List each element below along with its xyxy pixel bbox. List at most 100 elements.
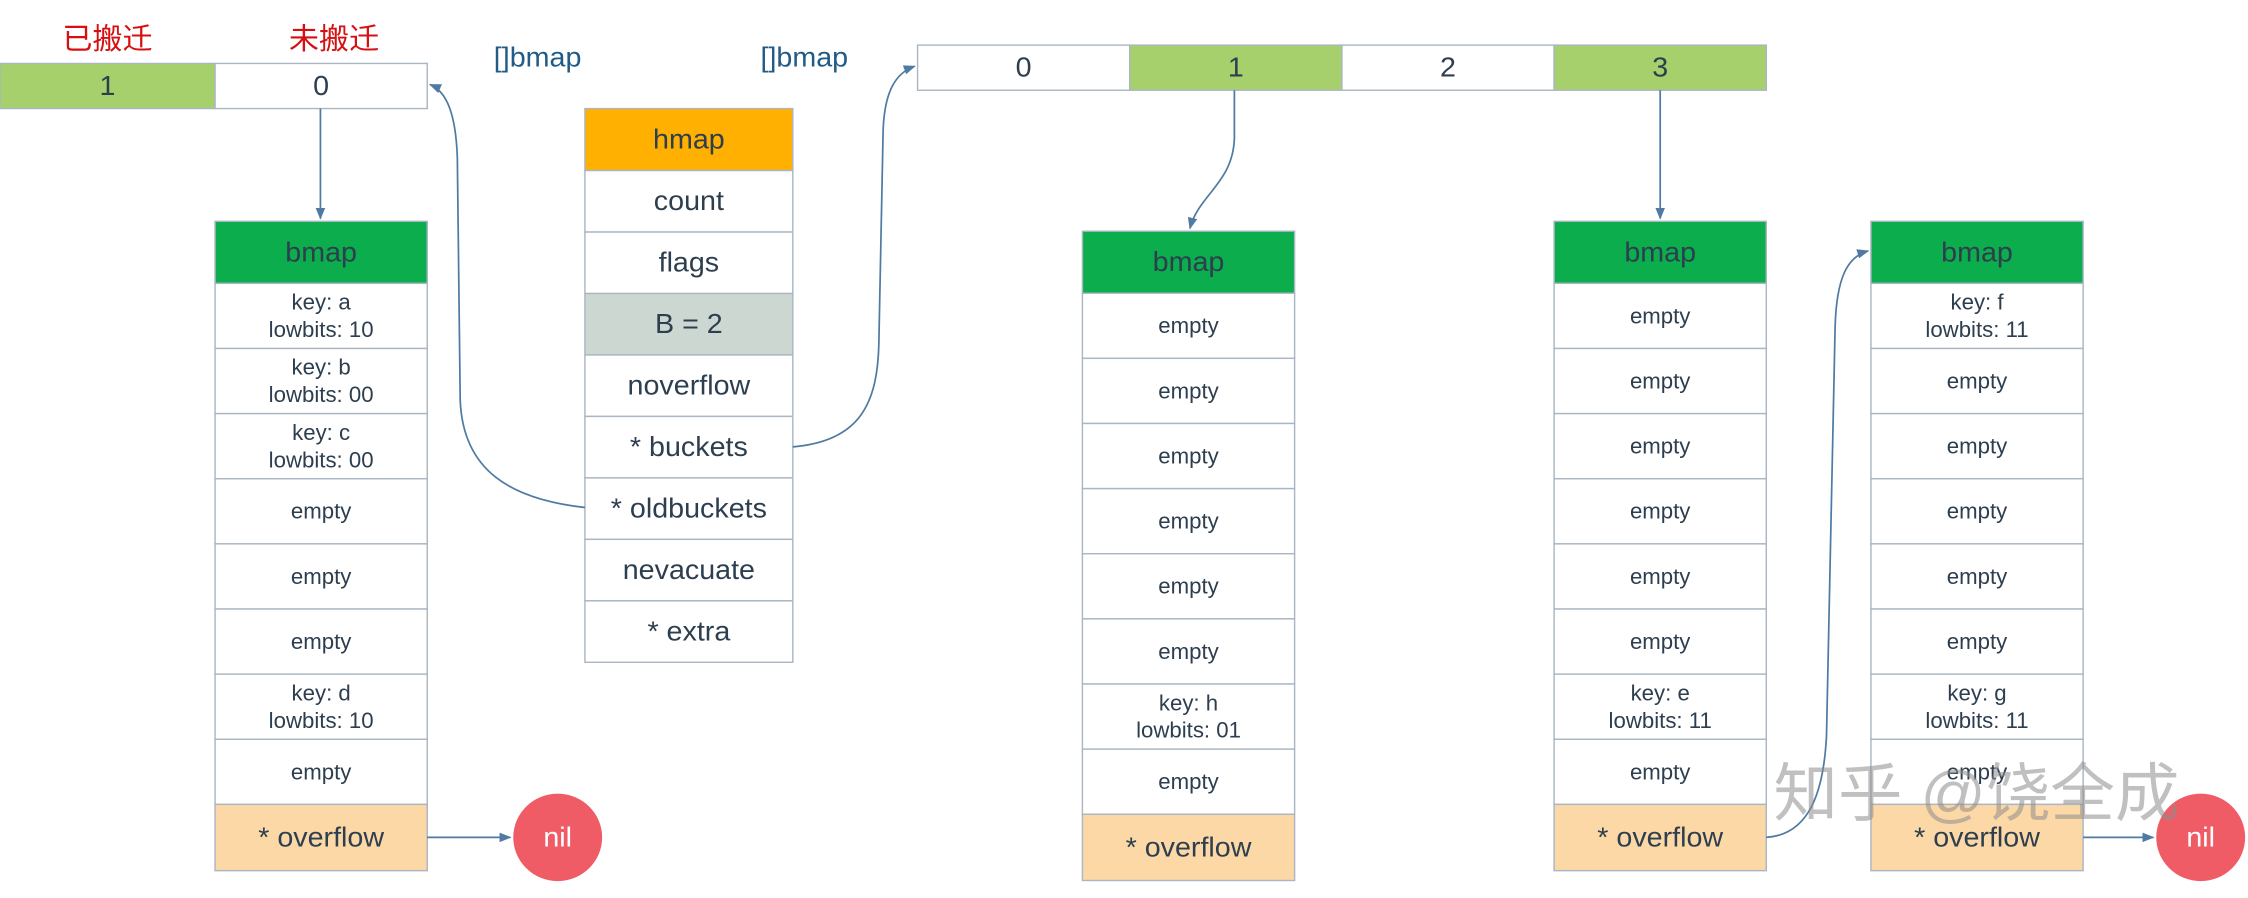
bmap-slot-box [1870, 673, 2084, 740]
slot-key-text: key: f [1951, 290, 2005, 315]
bmap-header: bmap [1081, 230, 1296, 294]
new-bucket-cell-2-box [1341, 44, 1555, 91]
hmap-field-noverflow: noverflow [584, 354, 794, 418]
bmap-slot: empty [1081, 422, 1296, 490]
slot-empty-text: empty [291, 564, 351, 589]
bmap-slot-box [214, 412, 428, 480]
bmap-slot-box [1081, 487, 1296, 555]
bmap-slot-box [1081, 683, 1296, 750]
slot-empty-text: empty [1158, 574, 1218, 599]
bmap-header: bmap [1870, 220, 2084, 285]
bmap-slot-box [1081, 748, 1296, 815]
hmap-field-oldbuckets-box [584, 477, 794, 541]
new-bucket-index: 1 [1228, 52, 1244, 84]
bmap-slot: empty [1081, 553, 1296, 620]
old-bucket-index: 0 [313, 70, 329, 102]
bmap-slot: empty [1870, 412, 2084, 480]
slot-empty-text: empty [1947, 369, 2007, 394]
arrow-overflow-to-overflow-bmap [1766, 249, 1870, 839]
hmap-title: hmap [653, 124, 725, 156]
slot-key-text: key: g [1947, 681, 2006, 706]
slot-empty-text: empty [1630, 304, 1690, 329]
bmap-slot-box [1553, 543, 1768, 610]
new-bucket-cell-3-box [1553, 44, 1768, 91]
bmap-header: bmap [214, 220, 428, 285]
bmap-slot: empty [1553, 282, 1768, 350]
bmap-slot-box [214, 478, 428, 545]
bmap-overflow-pointer-box [1553, 803, 1768, 872]
slot-key-text: key: b [292, 355, 351, 380]
arrow-buckets-pointer [792, 65, 916, 448]
bmap-slot: empty [1553, 608, 1768, 675]
slot-empty-text: empty [1630, 369, 1690, 394]
new-bucket-index: 2 [1440, 52, 1456, 84]
new-bucket-cell-2: 2 [1341, 44, 1555, 91]
bmap-slot: empty [1081, 292, 1296, 360]
bmap-slot: empty [1081, 487, 1296, 555]
hmap-field-buckets-box [584, 415, 794, 479]
slot-lowbits-text: lowbits: 00 [269, 382, 374, 407]
slot-empty-text: empty [1947, 564, 2007, 589]
migration-status-label: 未搬迁 [289, 23, 379, 56]
bmap-slot-box [1081, 618, 1296, 685]
hmap-field-b-2-box [584, 292, 794, 356]
slot-empty-text: empty [1158, 313, 1218, 338]
hmap-field-extra-box [584, 600, 794, 663]
slot-empty-text: empty [1947, 499, 2007, 524]
hmap-field-nevacuate: nevacuate [584, 538, 794, 602]
new-bucket-cell-1: 1 [1129, 44, 1343, 91]
bmap-slot-box [1870, 478, 2084, 545]
bmap-slot: empty [1081, 748, 1296, 815]
old-buckets-type-label: []bmap [494, 42, 582, 74]
old-bucket-cell-1-box [214, 62, 428, 110]
hmap-field-buckets: * buckets [584, 415, 794, 479]
bmap-slot-box [1870, 282, 2084, 350]
new-buckets-type-label: []bmap [760, 42, 848, 74]
bmap-slot-box [214, 543, 428, 610]
bmap-slot: empty [1553, 543, 1768, 610]
new-bucket-index: 0 [1016, 52, 1032, 84]
bmap-header-box [214, 220, 428, 285]
hmap-field-label: B = 2 [655, 308, 723, 340]
arrow-oldbuckets-pointer [428, 83, 586, 509]
bmap-overflow-pointer-box [1870, 803, 2084, 872]
bmap-slot: empty [1081, 357, 1296, 425]
bmap-overflow-pointer-box [214, 803, 428, 872]
bmap-overflow-pointer: * overflow [1081, 813, 1296, 882]
bmap-title: bmap [1153, 246, 1225, 278]
slot-key-text: key: c [292, 420, 350, 445]
bmap-slot-box [214, 673, 428, 740]
overflow-label: * overflow [1126, 832, 1252, 864]
bmap-slot-box [1553, 478, 1768, 545]
hmap-field-oldbuckets: * oldbuckets [584, 477, 794, 541]
bmap-slot-box [1553, 282, 1768, 350]
slot-empty-text: empty [1947, 434, 2007, 459]
overflow-label: * overflow [1597, 822, 1723, 854]
hmap-field-label: * oldbuckets [611, 493, 767, 525]
slot-key-text: key: e [1631, 681, 1690, 706]
bmap-slot-box [214, 738, 428, 806]
old-bucket-index: 1 [100, 70, 116, 102]
slot-empty-text: empty [1158, 379, 1218, 404]
bmap-slot-box [214, 282, 428, 350]
slot-empty-text: empty [1630, 759, 1690, 784]
bmap-slot: empty [214, 738, 428, 806]
slot-key-text: key: d [292, 681, 351, 706]
bmap-slot: empty [1870, 608, 2084, 675]
slot-empty-text: empty [1158, 509, 1218, 534]
hmap-field-extra: * extra [584, 600, 794, 663]
hmap-field-flags: flags [584, 231, 794, 295]
arrow-new-bucket-1-to-bmap [1187, 90, 1236, 230]
slot-empty-text: empty [1947, 759, 2007, 784]
bmap-overflow-pointer: * overflow [1553, 803, 1768, 872]
bmap-slot-box [1870, 347, 2084, 415]
migration-status-label: 已搬迁 [62, 23, 152, 56]
slot-key-text: key: h [1159, 690, 1218, 715]
